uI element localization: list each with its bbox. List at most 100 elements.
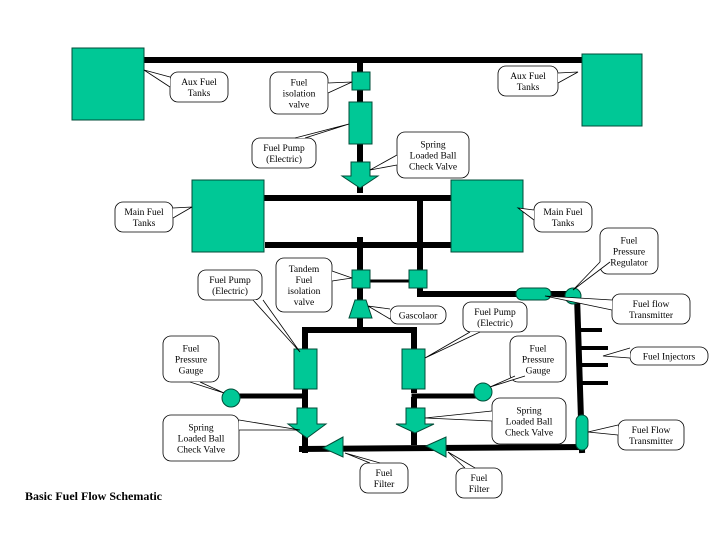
callout-box <box>251 137 317 169</box>
callout-label: Tanks <box>552 219 575 229</box>
callout-gascolator: Gascolaor <box>367 305 447 325</box>
main-tank-right[interactable] <box>450 179 524 253</box>
callout-pointer <box>544 295 613 311</box>
callout-pointer <box>367 305 391 320</box>
callout-label: Aux Fuel <box>510 72 546 82</box>
fuel-flow-transmitter-top[interactable] <box>515 287 552 301</box>
callout-label: Gauge <box>179 367 204 377</box>
fuel-flow-transmitter-bottom[interactable] <box>575 414 589 451</box>
check-valve-right[interactable] <box>395 407 435 434</box>
check-valve-left[interactable] <box>286 407 328 439</box>
callout-box <box>275 257 333 313</box>
callout-label: Pressure <box>522 356 554 366</box>
gascolator[interactable] <box>348 299 373 319</box>
callout-pointer <box>189 381 225 394</box>
fuel-pump-right[interactable] <box>401 348 426 390</box>
callout-pointer <box>572 261 611 291</box>
callout-pointer <box>424 331 481 359</box>
callout-pointer <box>344 452 381 464</box>
callout-label: isolation <box>288 287 321 297</box>
fuel-lines <box>137 57 608 454</box>
callout-label: Pressure <box>613 248 645 258</box>
pressure-gauge-left[interactable] <box>221 388 241 408</box>
callout-label: Fuel <box>376 469 393 479</box>
callout-label: Check Valve <box>409 163 457 173</box>
pressure-gauge-right[interactable] <box>473 382 493 402</box>
callout-pointer <box>587 424 619 436</box>
callout-label: Tandem <box>289 265 320 275</box>
callout-label: Loaded Ball <box>410 152 457 162</box>
callout-label: Filter <box>374 480 395 490</box>
callout-label: Spring <box>188 424 214 434</box>
aux-tank-right[interactable] <box>581 53 643 127</box>
callout-label: Fuel <box>291 79 308 89</box>
callout-label: Fuel <box>621 237 638 247</box>
callout-pointer <box>331 270 353 282</box>
aux-tank-left[interactable] <box>71 47 145 121</box>
callout-label: Spring <box>420 141 446 151</box>
callout-box <box>197 269 263 301</box>
fuel-isolation-valve[interactable] <box>351 71 371 91</box>
callout-label: isolation <box>283 90 316 100</box>
callout-fuel-pump-left: Fuel Pump(Electric) <box>197 269 301 353</box>
callout-label: Tanks <box>517 83 540 93</box>
callout-label: Fuel <box>471 474 488 484</box>
callout-label: Fuel flow <box>633 299 670 310</box>
crossfeed-valve[interactable] <box>408 269 428 289</box>
callout-fuel-injectors: Fuel Injectors <box>602 346 709 366</box>
callout-box <box>359 462 409 494</box>
callout-pointer <box>172 206 193 219</box>
callout-label: Tanks <box>133 219 156 229</box>
callout-label: Loaded Ball <box>178 435 225 445</box>
components <box>71 47 643 458</box>
callout-label: Tanks <box>188 89 211 99</box>
callout-pointer <box>489 375 526 388</box>
callout-label: Transmitter <box>629 437 674 447</box>
fuel-pump-top[interactable] <box>348 101 373 145</box>
callout-fuel-pump-right: Fuel Pump(Electric) <box>424 301 528 359</box>
callout-label: Fuel Pump <box>474 308 516 318</box>
callout-label: Spring <box>516 407 542 417</box>
diagram-title: Basic Fuel Flow Schematic <box>25 489 162 503</box>
main-tank-left[interactable] <box>191 179 265 253</box>
callout-label: Fuel Pump <box>209 276 251 286</box>
callout-label: Aux Fuel <box>181 78 217 88</box>
callout-fuel-pump-top: Fuel Pump(Electric) <box>251 123 350 169</box>
callout-label: (Electric) <box>212 286 248 297</box>
tandem-isolation-valve[interactable] <box>351 269 371 289</box>
fuel-filter-right[interactable] <box>424 436 447 458</box>
pump-manifold-line <box>302 327 417 403</box>
callout-label: Fuel Pump <box>263 144 305 154</box>
fuel-filter-left[interactable] <box>321 436 344 458</box>
callout-label: valve <box>289 101 310 111</box>
callout-label: Fuel Flow <box>632 426 671 436</box>
callout-label: Fuel <box>530 345 547 355</box>
fuel-pump-left[interactable] <box>293 348 318 390</box>
callout-label: (Electric) <box>266 154 302 165</box>
callout-pointer <box>238 419 301 431</box>
callout-label: Main Fuel <box>124 208 164 218</box>
callout-label: Main Fuel <box>543 208 583 218</box>
check-valve-top[interactable] <box>340 161 380 189</box>
callout-pointer <box>294 123 350 139</box>
callout-label: valve <box>294 298 315 308</box>
callout-label: Fuel <box>183 345 200 355</box>
callout-box <box>462 301 528 333</box>
callout-label: Fuel <box>296 276 313 286</box>
callout-label: Transmitter <box>629 311 674 321</box>
